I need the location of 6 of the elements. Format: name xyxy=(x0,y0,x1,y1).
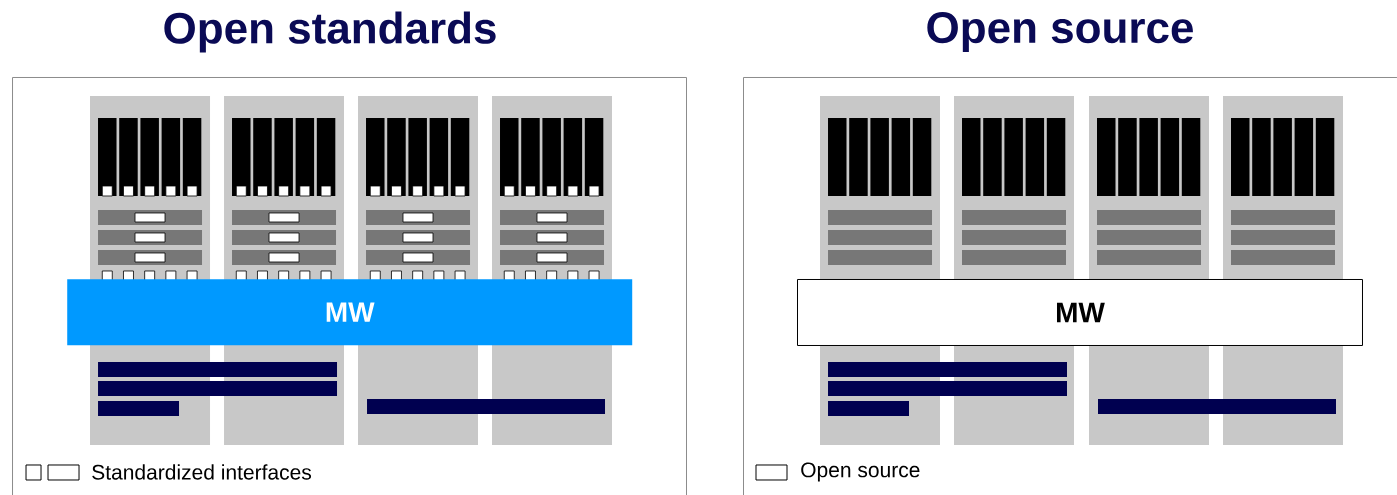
middleware-band: MW xyxy=(67,279,633,346)
heading: Open source xyxy=(927,12,1193,52)
heading: Open standards xyxy=(164,11,496,53)
legend-label: Open source xyxy=(801,462,920,482)
middleware-band: MW xyxy=(797,279,1363,346)
legend-label: Standardized interfaces xyxy=(92,464,312,480)
